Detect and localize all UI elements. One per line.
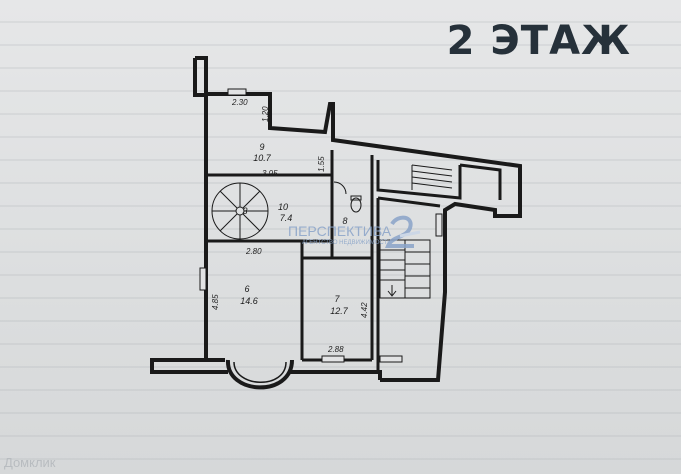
bay-window (225, 359, 294, 390)
walls (150, 56, 522, 382)
watermark-sub: АГЕНТСТВО НЕДВИЖИМОСТИ (302, 240, 392, 246)
spiral-stair (211, 182, 269, 240)
toilet-icon (350, 195, 362, 213)
dim-395: 3.95 (262, 169, 278, 178)
stair-label: 3 (242, 206, 247, 216)
windows (199, 88, 443, 363)
floor-title: 2 ЭТАЖ (446, 18, 631, 64)
room-10-area: 7.4 (280, 213, 293, 223)
dim-442: 4.42 (360, 302, 369, 318)
room-6-number: 6 (244, 284, 249, 294)
dim-280: 2.80 (245, 247, 262, 256)
room-6-area: 14.6 (240, 296, 258, 306)
door-swing (333, 181, 347, 195)
dim-485: 4.85 (211, 294, 220, 310)
lower-stair (379, 239, 431, 299)
outer-wall-top (195, 56, 522, 382)
upper-stair (411, 164, 453, 190)
room-7-area: 12.7 (330, 306, 349, 316)
outer-wall-bottom (290, 370, 382, 380)
dim-120: 1.20 (261, 106, 270, 122)
dim-288: 2.88 (327, 345, 344, 354)
watermark-name: ПЕРСПЕКТИВА (288, 223, 392, 239)
room-9-area: 10.7 (253, 153, 272, 163)
outer-wall-left (204, 95, 225, 362)
room-8-number: 8 (342, 216, 347, 226)
room-7-number: 7 (334, 294, 340, 304)
watermark-logo-icon (385, 215, 414, 248)
domclick-logo: Домклик (4, 455, 56, 470)
dim-230: 2.30 (231, 98, 248, 107)
outer-wall-bottom-left (150, 358, 228, 374)
room-9-number: 9 (259, 142, 264, 152)
room-10-number: 10 (278, 202, 288, 212)
upper-stair-box (376, 160, 462, 200)
dim-155: 1.55 (317, 156, 326, 172)
agency-watermark: ПЕРСПЕКТИВА АГЕНТСТВО НЕДВИЖИМОСТИ (288, 215, 421, 248)
